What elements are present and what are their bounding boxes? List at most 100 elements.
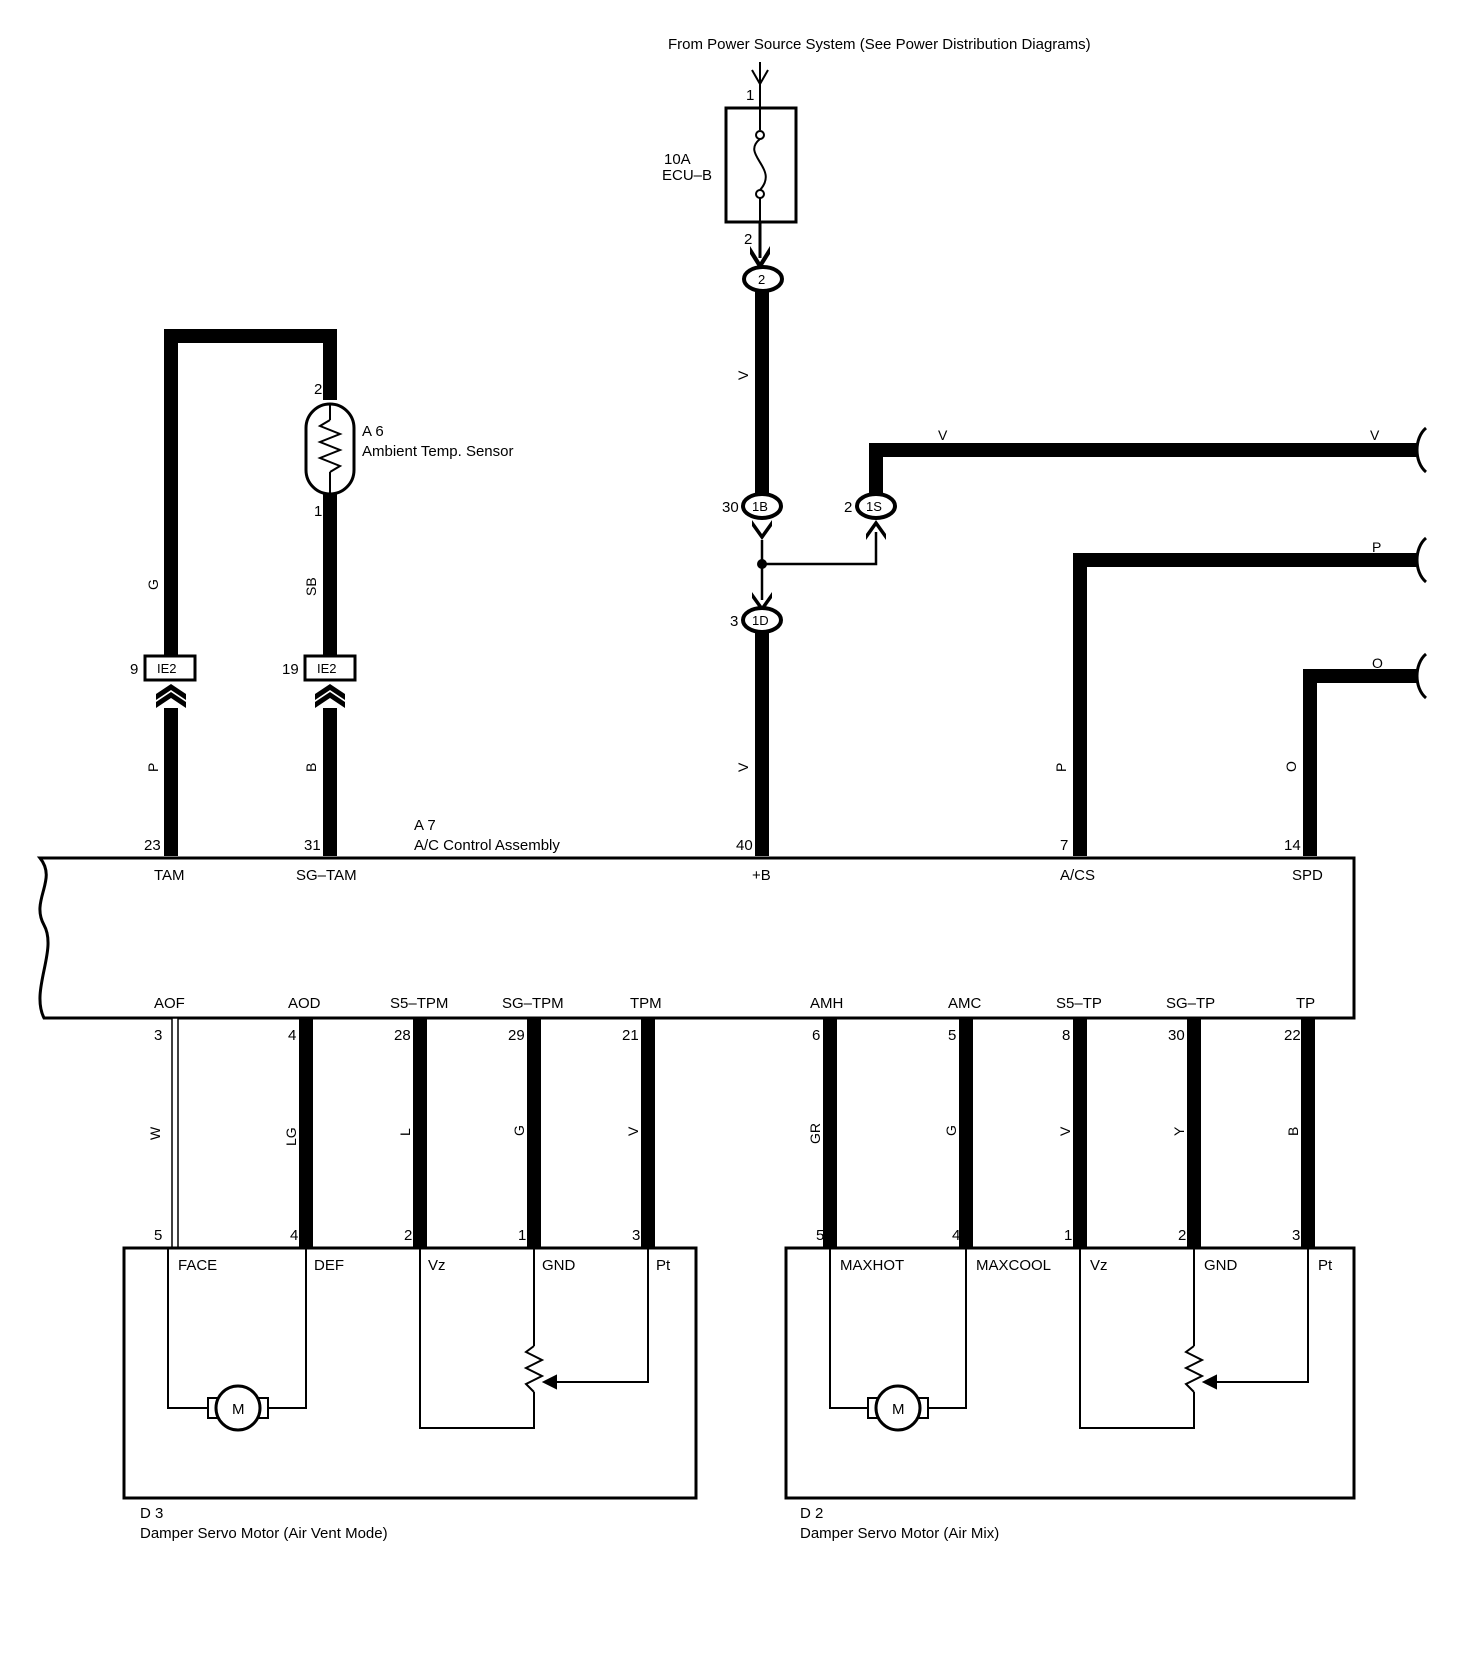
assembly-bottom-terminal: SG–TP — [1166, 995, 1215, 1012]
d2-terminal: MAXCOOL — [976, 1257, 1051, 1274]
sensor-code: A 6 — [362, 423, 384, 440]
sensor-pin-top: 2 — [314, 381, 322, 398]
ambient-temp-sensor — [304, 402, 356, 496]
d3-code: D 3 — [140, 1505, 163, 1522]
assembly-bottom-terminal: AOD — [288, 995, 321, 1012]
assembly-top-terminal: +B — [752, 867, 771, 884]
wire-color-amh: GR — [807, 1123, 823, 1144]
wire-color-b-plus: V — [735, 762, 751, 772]
assembly-top-terminal: TAM — [154, 867, 185, 884]
assembly-bottom-terminal: AMC — [948, 995, 982, 1012]
d2-pin: 4 — [952, 1227, 960, 1244]
assembly-bottom-pin: 8 — [1062, 1027, 1070, 1044]
assembly-top-pin: 23 — [144, 837, 161, 854]
assembly-bottom-terminal: S5–TP — [1056, 995, 1102, 1012]
svg-text:IE2: IE2 — [317, 661, 337, 676]
d2-terminal: Pt — [1318, 1257, 1333, 1274]
svg-text:1S: 1S — [866, 499, 882, 514]
connector-chevron-icon — [866, 520, 886, 540]
assembly-bottom-terminal: TPM — [630, 995, 662, 1012]
assembly-bottom-terminal: S5–TPM — [390, 995, 448, 1012]
d3-terminal: Pt — [656, 1257, 671, 1274]
sensor-pin-bottom: 1 — [314, 503, 322, 520]
connector-2: 2 — [742, 265, 784, 293]
d3-terminal: DEF — [314, 1257, 344, 1274]
assembly-bottom-pin: 5 — [948, 1027, 956, 1044]
wire-color-branch-1s-end: V — [1370, 427, 1380, 443]
connector-ie2-left: IE2 — [143, 654, 197, 682]
connector-1b: 1B — [741, 492, 783, 520]
assembly-bottom-pin: 28 — [394, 1027, 411, 1044]
d2-name: Damper Servo Motor (Air Mix) — [800, 1525, 999, 1542]
motor-symbol: M — [232, 1401, 245, 1418]
connector-chevron-icon — [315, 684, 345, 708]
assembly-top-terminal: SPD — [1292, 867, 1323, 884]
motor-symbol: M — [892, 1401, 905, 1418]
fuse-name: ECU–B — [662, 167, 712, 184]
assembly-name: A/C Control Assembly — [414, 837, 560, 854]
connector-1s: 1S — [855, 492, 897, 520]
connector-1d: 1D — [741, 606, 783, 634]
d3-pin: 3 — [632, 1227, 640, 1244]
fuse-pin-in: 1 — [746, 87, 754, 104]
wire-color-sg-tam: B — [303, 763, 319, 772]
wire-color-tpm: V — [625, 1126, 641, 1136]
potentiometer-icon — [523, 1345, 557, 1393]
d3-pin: 1 — [518, 1227, 526, 1244]
ac-control-assembly — [36, 856, 1356, 1020]
sensor-name: Ambient Temp. Sensor — [362, 443, 513, 460]
d3-terminal: GND — [542, 1257, 576, 1274]
connector-ie2-left-pin: 9 — [130, 661, 138, 678]
d3-terminal: Vz — [428, 1257, 446, 1274]
wire-color-tp: B — [1285, 1127, 1301, 1136]
svg-text:IE2: IE2 — [157, 661, 177, 676]
connector-chevron-icon — [156, 684, 186, 708]
connector-1b-pin: 30 — [722, 499, 739, 516]
wire-color-fuse-to-1b: V — [735, 370, 751, 380]
d2-pin: 3 — [1292, 1227, 1300, 1244]
motor-icon: M — [207, 1384, 269, 1432]
assembly-top-pin: 14 — [1284, 837, 1301, 854]
wire-color-tam: P — [145, 763, 161, 772]
resistor-icon — [317, 419, 343, 473]
wire-color-branch-1s: V — [938, 427, 948, 443]
wire-color-amc: G — [943, 1125, 959, 1136]
d2-terminal: MAXHOT — [840, 1257, 904, 1274]
wire-break-icon — [1415, 426, 1428, 474]
wire-color-sg-tp: Y — [1171, 1126, 1187, 1136]
connector-ie2-right-pin: 19 — [282, 661, 299, 678]
wire-color-s5-tpm: L — [397, 1128, 413, 1136]
assembly-code: A 7 — [414, 817, 436, 834]
arrow-down-icon — [751, 62, 769, 108]
wire-color-spd-end: O — [1372, 655, 1383, 671]
motor-icon: M — [867, 1384, 929, 1432]
assembly-bottom-terminal: SG–TPM — [502, 995, 564, 1012]
assembly-top-pin: 40 — [736, 837, 753, 854]
servo-motor-d2 — [784, 1246, 1356, 1500]
servo-motor-d3 — [122, 1246, 698, 1500]
assembly-bottom-terminal: AMH — [810, 995, 843, 1012]
d2-pin: 1 — [1064, 1227, 1072, 1244]
potentiometer-icon — [1183, 1345, 1217, 1393]
assembly-bottom-pin: 21 — [622, 1027, 639, 1044]
svg-text:1D: 1D — [752, 613, 769, 628]
wire-color-spd: O — [1283, 761, 1299, 772]
assembly-bottom-pin: 6 — [812, 1027, 820, 1044]
wire-color-s5-tp: V — [1057, 1126, 1073, 1136]
d2-pin: 2 — [1178, 1227, 1186, 1244]
wire-color-acs: P — [1053, 763, 1069, 772]
assembly-bottom-terminal: AOF — [154, 995, 185, 1012]
fuse-rating: 10A — [664, 151, 691, 168]
svg-text:1B: 1B — [752, 499, 768, 514]
assembly-top-pin: 31 — [304, 837, 321, 854]
d2-terminal: Vz — [1090, 1257, 1108, 1274]
assembly-top-terminal: A/CS — [1060, 867, 1095, 884]
d3-pin: 2 — [404, 1227, 412, 1244]
wire-color-sensor-loop-left: G — [145, 579, 161, 590]
assembly-bottom-pin: 3 — [154, 1027, 162, 1044]
power-source-label: From Power Source System (See Power Dist… — [668, 36, 1091, 53]
d3-name: Damper Servo Motor (Air Vent Mode) — [140, 1525, 388, 1542]
fuse-pin-out: 2 — [744, 231, 752, 248]
wire-break-icon — [1415, 652, 1428, 700]
